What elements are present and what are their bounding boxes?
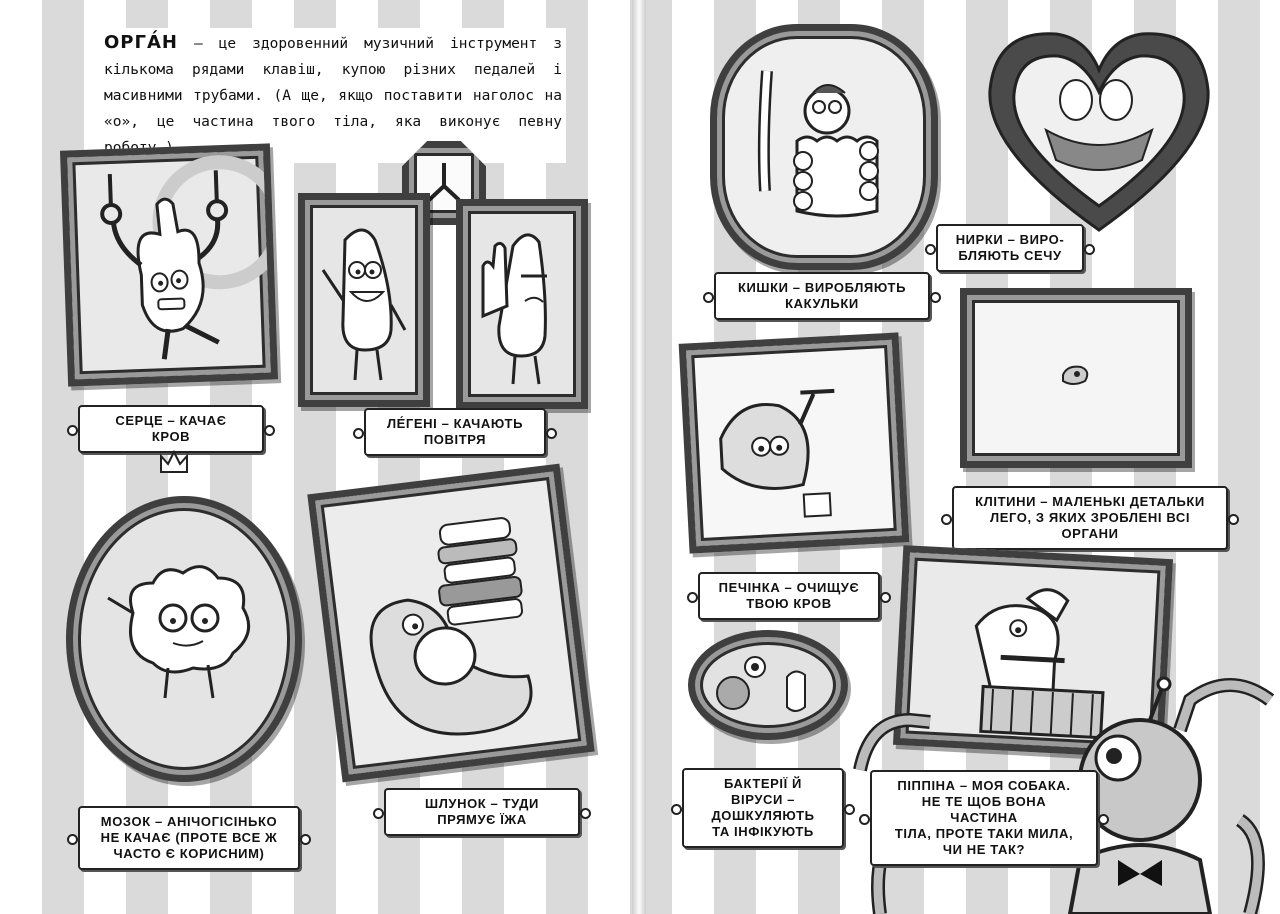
lungs-plaque-line: ЛЕ́ГЕНІ – КАЧАЮТЬ: [386, 416, 524, 431]
intestines-character-illustration: [757, 70, 879, 218]
stomach-plaque-line: ПРЯМУЄ ЇЖА: [437, 812, 527, 827]
right-lung-frame: [456, 199, 588, 409]
bacteria-plaque-line: ТА ІНФІКУЮТЬ: [712, 824, 814, 839]
brain-frame: [66, 496, 302, 782]
liver-character-illustration: [719, 388, 835, 518]
bacteria-plaque-line: ДОШКУЛЯЮТЬ: [711, 808, 815, 823]
stomach-character-illustration: [369, 517, 533, 736]
cells-frame: [960, 288, 1192, 468]
brain-plaque: МОЗОК – АНІЧОГІСІНЬКО НЕ КАЧАЄ (ПРОТЕ ВС…: [67, 806, 311, 870]
kidneys-plaque-line: НИРКИ – ВИРО-: [955, 232, 1065, 247]
stomach-frame: [307, 463, 595, 783]
dog-plaque-line: ПІППІНА – МОЯ СОБАКА.: [897, 778, 1071, 793]
liver-frame: [678, 332, 910, 554]
liver-plaque: ПЕЧІНКА – ОЧИЩУЄ ТВОЮ КРОВ: [687, 572, 891, 620]
brain-plaque-line: МОЗОК – АНІЧОГІСІНЬКО: [100, 814, 278, 829]
robot-character-illustration: [853, 676, 1275, 914]
lungs-plaque: ЛЕ́ГЕНІ – КАЧАЮТЬ ПОВІТРЯ: [353, 408, 557, 456]
crown-icon: [160, 449, 188, 473]
dog-plaque-line: ЧИ НЕ ТАК?: [942, 842, 1026, 857]
stomach-plaque-line: ШЛУНОК – ТУДИ: [425, 796, 539, 811]
heart-plaque-line: СЕРЦЕ – КАЧАЄ КРОВ: [115, 413, 227, 444]
bacteria-plaque-line: БАКТЕРІЇ Й ВІРУСИ –: [724, 776, 802, 807]
left-lung-frame: [298, 193, 430, 407]
bacteria-illustration: [716, 656, 806, 712]
intestines-plaque-line: КИШКИ – ВИРОБЛЯЮТЬ: [737, 280, 907, 295]
liver-plaque-line: ПЕЧІНКА – ОЧИЩУЄ: [718, 580, 860, 595]
left-lung-illustration: [321, 228, 407, 381]
intestines-plaque: КИШКИ – ВИРОБЛЯЮТЬ КАКУЛЬКИ: [703, 272, 941, 320]
heart-plaque: СЕРЦЕ – КАЧАЄ КРОВ: [67, 405, 275, 453]
dog-plaque-line: НЕ ТЕ ЩОБ ВОНА ЧАСТИНА: [921, 794, 1047, 825]
kidneys-heart-frame: [988, 32, 1210, 232]
intro-text: — це здоровенний музичний інструмент з к…: [104, 36, 562, 156]
intro-term: ОРГА́Н: [104, 32, 178, 53]
cells-plaque: КЛІТИНИ – МАЛЕНЬКІ ДЕТАЛЬКИ ЛЕГО, З ЯКИХ…: [941, 486, 1239, 550]
intro-paragraph: ОРГА́Н — це здоровенний музичний інструм…: [100, 28, 566, 163]
dog-pippina-illustration: [974, 588, 1105, 740]
bacteria-plaque: БАКТЕРІЇ Й ВІРУСИ – ДОШКУЛЯЮТЬ ТА ІНФІКУ…: [671, 768, 855, 848]
bacteria-frame: [688, 630, 848, 740]
kidneys-plaque: НИРКИ – ВИРО- БЛЯЮТЬ СЕЧУ: [925, 224, 1095, 272]
intestines-frame: [710, 24, 938, 270]
brain-plaque-line: НЕ КАЧАЄ (ПРОТЕ ВСЕ Ж: [100, 830, 278, 845]
cells-plaque-line: КЛІТИНИ – МАЛЕНЬКІ ДЕТАЛЬКИ: [975, 494, 1205, 509]
cells-plaque-line: ЛЕГО, З ЯКИХ ЗРОБЛЕНІ ВСІ: [989, 510, 1191, 525]
liver-plaque-line: ТВОЮ КРОВ: [746, 596, 832, 611]
right-lung-illustration: [481, 233, 547, 385]
cells-plaque-line: ОРГАНИ: [1061, 526, 1119, 541]
heart-character-illustration: [100, 155, 271, 360]
dog-plaque-line: ТІЛА, ПРОТЕ ТАКИ МИЛА,: [894, 826, 1074, 841]
lungs-plaque-line: ПОВІТРЯ: [423, 432, 487, 447]
heart-frame: [59, 143, 279, 387]
brain-plaque-line: ЧАСТО Є КОРИСНИМ): [113, 846, 265, 861]
stomach-plaque: ШЛУНОК – ТУДИ ПРЯМУЄ ЇЖА: [373, 788, 591, 836]
dog-frame: [892, 545, 1174, 759]
cell-character-illustration: [1062, 365, 1089, 385]
dog-plaque: ПІППІНА – МОЯ СОБАКА. НЕ ТЕ ЩОБ ВОНА ЧАС…: [859, 770, 1109, 866]
page-gutter: [632, 0, 646, 914]
trachea-icon: [427, 163, 461, 202]
brain-character-illustration: [107, 565, 251, 699]
intestines-plaque-line: КАКУЛЬКИ: [785, 296, 859, 311]
kidneys-plaque-line: БЛЯЮТЬ СЕЧУ: [958, 248, 1062, 263]
